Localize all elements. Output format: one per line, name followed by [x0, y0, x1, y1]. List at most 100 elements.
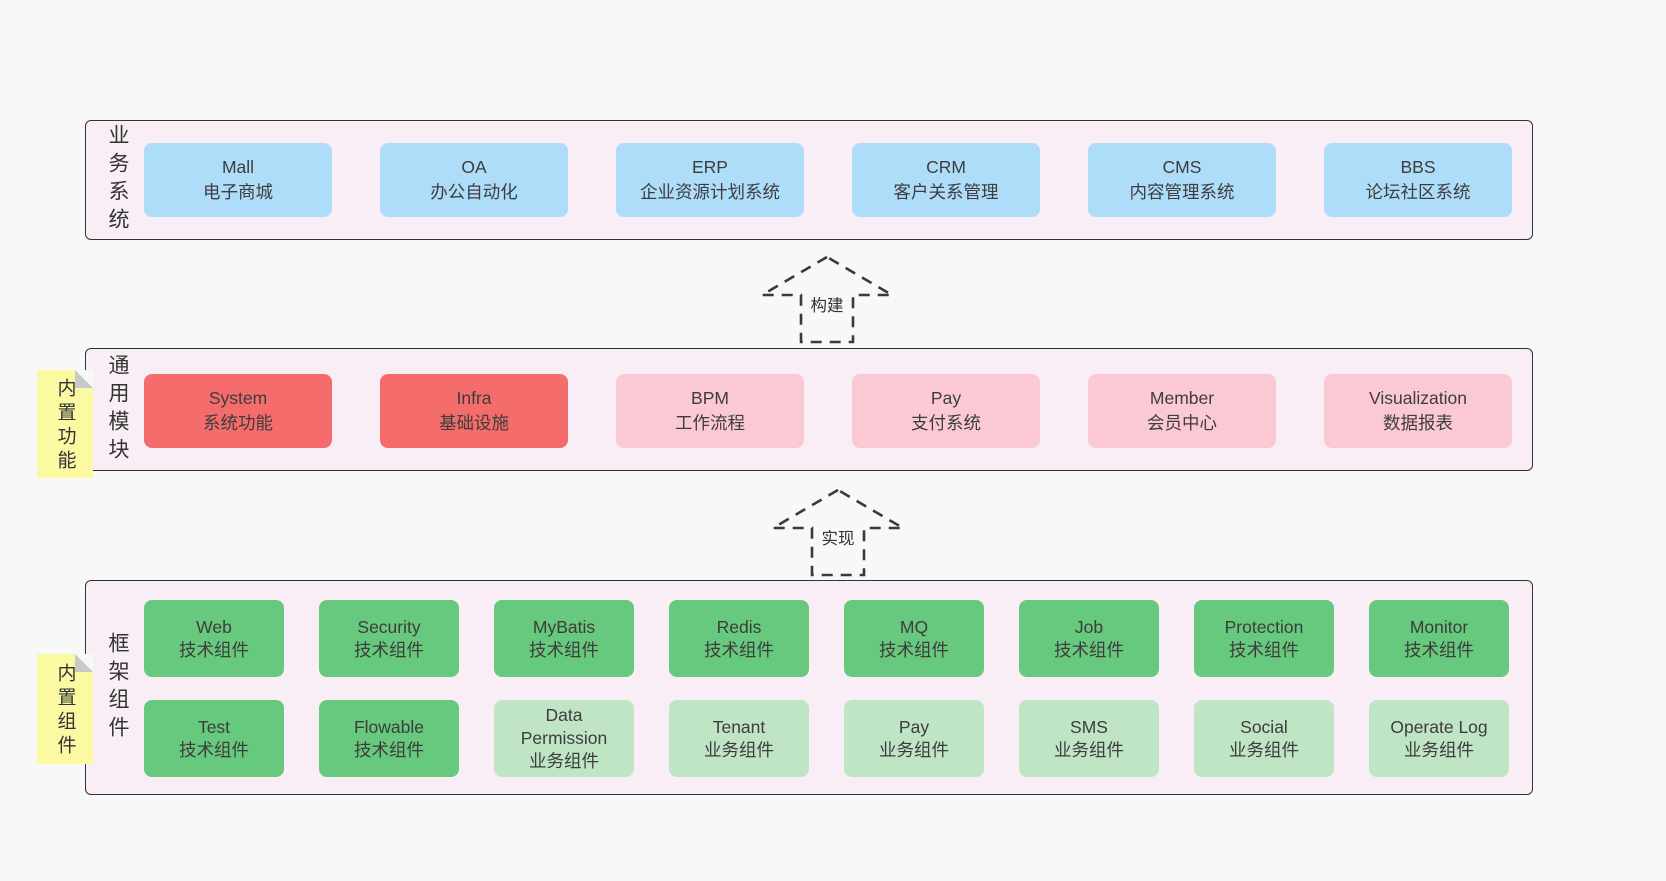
- sticky-label: 内置组件: [54, 663, 76, 760]
- diagram-box: Mall 电子商城: [144, 143, 332, 217]
- box-title: Security: [357, 616, 421, 637]
- sticky-fold-corner-icon: [75, 654, 93, 672]
- diagram-box: Pay 业务组件: [844, 700, 984, 777]
- box-subtitle: 技术组件: [529, 639, 599, 660]
- box-title: Data Permission: [520, 705, 608, 748]
- box-subtitle: 业务组件: [1404, 739, 1474, 760]
- diagram-box: MQ 技术组件: [844, 600, 984, 677]
- box-subtitle: 技术组件: [1054, 639, 1124, 660]
- box-subtitle: 技术组件: [179, 739, 249, 760]
- box-title: Flowable: [353, 716, 425, 737]
- diagram-box: Flowable 技术组件: [319, 700, 459, 777]
- box-subtitle: 技术组件: [179, 639, 249, 660]
- diagram-box: Visualization 数据报表: [1324, 374, 1512, 448]
- box-title: SMS: [1070, 716, 1108, 737]
- arrow-up-icon: [759, 255, 895, 344]
- diagram-box: System 系统功能: [144, 374, 332, 448]
- box-subtitle: 内容管理系统: [1129, 182, 1235, 202]
- box-subtitle: 业务组件: [879, 739, 949, 760]
- diagram-box: Test 技术组件: [144, 700, 284, 777]
- diagram-box: BBS 论坛社区系统: [1324, 143, 1512, 217]
- layer-components-label: 框架组件: [106, 631, 129, 744]
- layer-framework-components: 框架组件 Web 技术组件 Security 技术组件 MyBatis 技术组件: [85, 580, 1533, 795]
- box-title: Redis: [716, 616, 762, 637]
- box-subtitle: 业务组件: [704, 739, 774, 760]
- box-subtitle: 业务组件: [1054, 739, 1124, 760]
- box-title: MyBatis: [532, 616, 596, 637]
- box-subtitle: 工作流程: [675, 413, 745, 433]
- box-title: Web: [196, 616, 232, 637]
- box-title: Operate Log: [1390, 716, 1488, 737]
- box-subtitle: 技术组件: [1404, 639, 1474, 660]
- box-title: ERP: [692, 157, 728, 177]
- diagram-box: Social 业务组件: [1194, 700, 1334, 777]
- box-title: OA: [461, 157, 487, 177]
- arrow-up-icon: [770, 488, 906, 577]
- diagram-box: Pay 支付系统: [852, 374, 1040, 448]
- diagram-box: Web 技术组件: [144, 600, 284, 677]
- diagram-box: Infra 基础设施: [380, 374, 568, 448]
- box-title: CRM: [926, 157, 966, 177]
- arrow-implement-label: 实现: [818, 525, 858, 549]
- diagram-box: SMS 业务组件: [1019, 700, 1159, 777]
- diagram-box: Job 技术组件: [1019, 600, 1159, 677]
- diagram-box: Tenant 业务组件: [669, 700, 809, 777]
- diagram-box: CRM 客户关系管理: [852, 143, 1040, 217]
- box-subtitle: 技术组件: [354, 739, 424, 760]
- components-box-row-1: Web 技术组件 Security 技术组件 MyBatis 技术组件 Redi…: [144, 600, 1509, 677]
- box-title: Pay: [898, 716, 930, 737]
- diagram-box: BPM 工作流程: [616, 374, 804, 448]
- box-subtitle: 数据报表: [1383, 413, 1453, 433]
- arrow-implement: 实现: [770, 487, 906, 579]
- box-title: BBS: [1400, 157, 1436, 177]
- diagram-box: Security 技术组件: [319, 600, 459, 677]
- diagram-box: Monitor 技术组件: [1369, 600, 1509, 677]
- sticky-fold-corner-icon: [75, 370, 93, 388]
- box-subtitle: 技术组件: [1229, 639, 1299, 660]
- box-title: System: [208, 388, 268, 408]
- diagram-box: ERP 企业资源计划系统: [616, 143, 804, 217]
- box-subtitle: 业务组件: [529, 751, 599, 771]
- arrow-build: 构建: [759, 254, 895, 346]
- diagram-box: OA 办公自动化: [380, 143, 568, 217]
- box-subtitle: 会员中心: [1147, 413, 1217, 433]
- box-subtitle: 业务组件: [1229, 739, 1299, 760]
- box-title: Infra: [456, 388, 492, 408]
- box-subtitle: 客户关系管理: [893, 182, 999, 202]
- box-title: Job: [1074, 616, 1104, 637]
- diagram-box: Member 会员中心: [1088, 374, 1276, 448]
- layer-business-systems: 业务系统 Mall 电子商城 OA 办公自动化 ERP 企业资源计划系统: [85, 120, 1533, 240]
- business-box-row: Mall 电子商城 OA 办公自动化 ERP 企业资源计划系统 CRM 客户关系…: [144, 143, 1512, 217]
- diagram-box: Operate Log 业务组件: [1369, 700, 1509, 777]
- sticky-note-built-in-components: 内置组件: [37, 654, 93, 764]
- diagram-box: Protection 技术组件: [1194, 600, 1334, 677]
- box-title: Social: [1240, 716, 1288, 737]
- components-box-row-2: Test 技术组件 Flowable 技术组件 Data Permission …: [144, 700, 1509, 777]
- box-title: MQ: [899, 616, 929, 637]
- diagram-box: CMS 内容管理系统: [1088, 143, 1276, 217]
- box-subtitle: 企业资源计划系统: [640, 182, 780, 202]
- box-subtitle: 系统功能: [203, 413, 273, 433]
- box-subtitle: 电子商城: [203, 182, 273, 202]
- layer-modules-label: 通用模块: [106, 353, 129, 466]
- modules-box-row: System 系统功能 Infra 基础设施 BPM 工作流程 Pay 支付系统: [144, 374, 1512, 448]
- layer-common-modules: 通用模块 System 系统功能 Infra 基础设施 BPM 工作流程: [85, 348, 1533, 471]
- box-title: Mall: [221, 157, 255, 177]
- box-title: Pay: [930, 388, 962, 408]
- box-subtitle: 技术组件: [879, 639, 949, 660]
- arrow-build-label: 构建: [807, 292, 847, 316]
- box-title: CMS: [1162, 157, 1202, 177]
- box-subtitle: 论坛社区系统: [1365, 182, 1471, 202]
- box-subtitle: 基础设施: [439, 413, 509, 433]
- box-subtitle: 办公自动化: [430, 182, 518, 202]
- box-title: Visualization: [1369, 388, 1467, 408]
- diagram-box: Redis 技术组件: [669, 600, 809, 677]
- box-subtitle: 技术组件: [704, 639, 774, 660]
- diagram-box: MyBatis 技术组件: [494, 600, 634, 677]
- box-subtitle: 支付系统: [911, 413, 981, 433]
- layer-business-label: 业务系统: [106, 124, 129, 236]
- box-subtitle: 技术组件: [354, 639, 424, 660]
- box-title: BPM: [691, 388, 729, 408]
- diagram-box: Data Permission 业务组件: [494, 700, 634, 777]
